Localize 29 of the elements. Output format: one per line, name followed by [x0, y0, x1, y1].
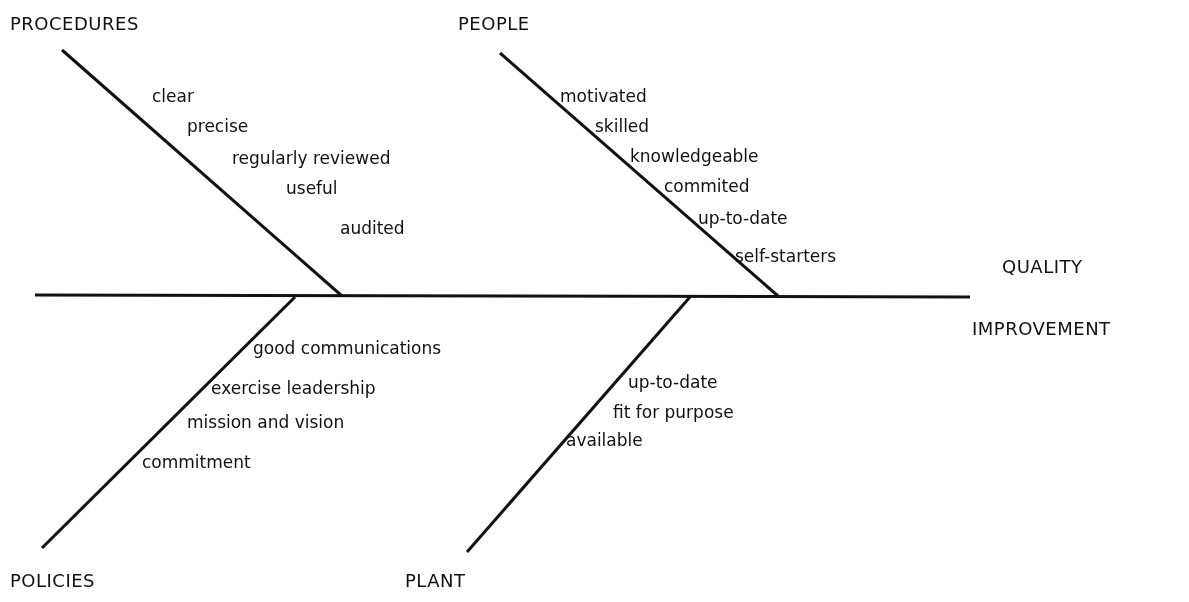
- category-label: PEOPLE: [458, 12, 530, 34]
- cause-label: commitment: [142, 452, 251, 472]
- spine-line: [35, 293, 970, 299]
- cause-label: skilled: [595, 116, 650, 136]
- cause-label: available: [566, 430, 643, 450]
- category-label: QUALITY: [1002, 255, 1083, 277]
- cause-label: regularly reviewed: [232, 148, 391, 168]
- cause-label: self-starters: [735, 246, 837, 266]
- bone-line: [61, 48, 343, 298]
- cause-label: precise: [187, 116, 249, 136]
- cause-label: motivated: [560, 86, 647, 106]
- bone-line: [40, 295, 297, 550]
- cause-label: clear: [152, 86, 194, 106]
- cause-label: good communications: [253, 338, 442, 358]
- cause-label: up-to-date: [628, 372, 718, 392]
- cause-label: mission and vision: [187, 412, 345, 432]
- cause-label: up-to-date: [698, 208, 788, 228]
- cause-label: useful: [286, 178, 338, 198]
- cause-label: exercise leadership: [211, 378, 376, 398]
- category-label: PROCEDURES: [10, 12, 139, 34]
- cause-label: commited: [664, 176, 750, 196]
- category-label: POLICIES: [10, 569, 96, 591]
- cause-label: knowledgeable: [630, 146, 759, 166]
- bone-line: [499, 51, 779, 298]
- bone-line: [465, 296, 692, 553]
- category-label: IMPROVEMENT: [972, 317, 1111, 339]
- cause-label: audited: [340, 218, 405, 238]
- cause-label: fit for purpose: [613, 402, 734, 422]
- category-label: PLANT: [405, 569, 466, 591]
